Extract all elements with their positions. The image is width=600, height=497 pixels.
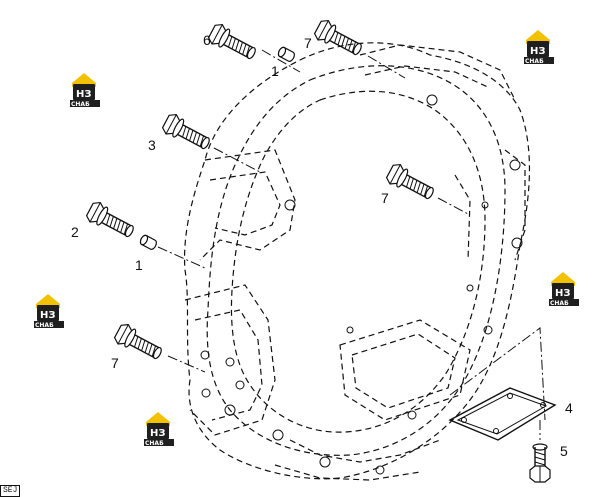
leader-bolt-3 [213,147,261,173]
leader-bolt-6 [261,49,301,73]
callout-3: 3 [148,137,156,153]
callout-7-right: 7 [381,190,389,206]
leader-bolt-7-top [367,55,406,79]
bolt-6 [206,21,261,65]
svg-text:СНАБ: СНАБ [71,101,90,108]
svg-text:СНАБ: СНАБ [35,322,54,329]
bolt-3 [160,111,215,155]
watermark-logo-4: НЗ СНАБ [34,294,64,329]
callout-1-top: 1 [271,63,279,79]
bolt-7-right [384,161,439,205]
svg-text:НЗ: НЗ [40,310,55,321]
drawing-code: SEJ [0,485,21,497]
callout-2: 2 [71,224,79,240]
watermark-logo-1: НЗ СНАБ [524,30,554,65]
flywheel-housing [183,42,531,481]
svg-text:СНАБ: СНАБ [145,440,164,447]
callout-6: 6 [203,32,211,48]
svg-text:НЗ: НЗ [76,89,91,100]
callout-5: 5 [560,443,568,459]
leader-bolt-7-right [437,197,471,216]
svg-text:НЗ: НЗ [530,46,545,57]
leader-dowel-mid [157,246,206,269]
svg-text:СНАБ: СНАБ [525,58,544,65]
leader-bolt-7-bottom [167,355,206,373]
dowel-pin-mid [138,233,159,252]
svg-text:НЗ: НЗ [150,428,165,439]
callout-1-mid: 1 [135,257,143,273]
watermark-logo-2: НЗ СНАБ [70,73,100,108]
svg-text:СНАБ: СНАБ [550,300,569,307]
watermark-logo-3: НЗ СНАБ [549,272,579,307]
callout-7-top: 7 [304,35,312,51]
bolt-7-top [312,17,367,61]
callout-4: 4 [565,400,573,416]
watermark-logo-5: НЗ СНАБ [144,412,174,447]
cover-bolt [529,420,551,483]
callout-7-bottom: 7 [111,355,119,371]
svg-text:НЗ: НЗ [555,288,570,299]
bolt-7-bottom [112,321,167,365]
cover-plate [448,327,557,441]
bolt-2 [84,199,139,243]
